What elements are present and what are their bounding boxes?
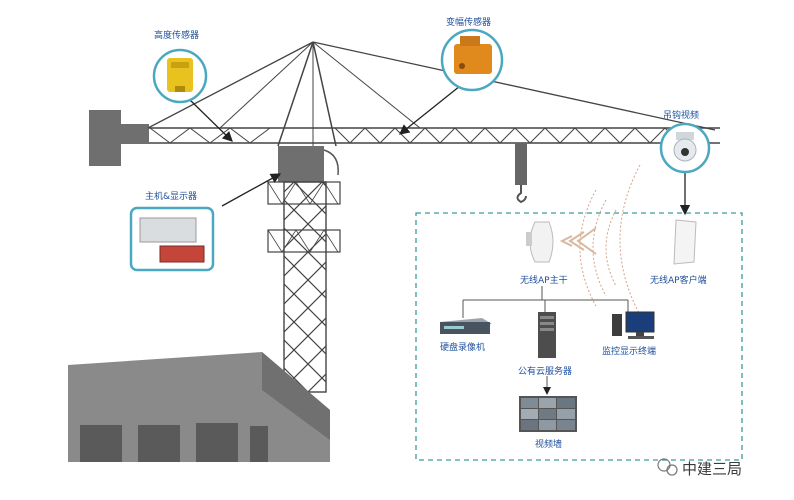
network-connectors — [462, 286, 629, 395]
display-unit-icon — [159, 245, 205, 263]
crane-apex — [147, 41, 716, 147]
video-tile — [539, 420, 556, 430]
host-unit-icon — [139, 217, 197, 243]
video-tile — [557, 420, 575, 430]
label-monitor-terminal: 监控显示终端 — [602, 347, 657, 357]
counterweight — [89, 110, 149, 166]
monitor-terminal-device — [612, 311, 655, 339]
video-tile — [521, 409, 538, 419]
label-host-display: 主机&显示器 — [145, 192, 198, 202]
amplitude-sensor-callout — [440, 28, 504, 92]
label-video-wall: 视频墙 — [535, 440, 563, 450]
label-hook-camera: 吊钩视频 — [663, 111, 700, 121]
cloud-server-device — [538, 312, 556, 358]
tower-mast — [267, 181, 341, 393]
hdd-recorder-icon — [440, 322, 490, 334]
arrow-height-sensor — [189, 99, 233, 142]
video-tile — [539, 409, 556, 419]
hook-camera-callout — [659, 122, 711, 174]
building — [68, 352, 330, 462]
host-display-callout — [129, 206, 215, 272]
ap-main-icon — [529, 221, 554, 263]
wireless-chevrons — [559, 227, 597, 255]
trolley-hook — [515, 143, 527, 204]
label-height-sensor: 高度传感器 — [154, 31, 200, 41]
wireless-signal-waves — [579, 164, 641, 316]
ap-client-icon — [673, 219, 697, 265]
label-amplitude-sensor: 变幅传感器 — [446, 18, 492, 28]
wechat-icon — [657, 458, 678, 476]
network-section-box — [415, 212, 743, 461]
hdd-recorder-device — [440, 318, 492, 334]
monitor-icon — [625, 311, 655, 333]
height-sensor-callout — [152, 48, 208, 104]
label-wireless-ap-main: 无线AP主干 — [520, 276, 568, 286]
operator-cab — [278, 146, 339, 182]
label-hdd-recorder: 硬盘录像机 — [440, 343, 486, 353]
video-tile — [557, 398, 575, 408]
video-tile — [557, 409, 575, 419]
watermark-text: 中建三局 — [682, 460, 743, 478]
label-cloud-server: 公有云服务器 — [518, 367, 573, 377]
label-wireless-ap-client: 无线AP客户端 — [650, 276, 707, 286]
video-tile — [539, 398, 556, 408]
arrow-amplitude-sensor — [398, 85, 461, 135]
amplitude-sensor-icon — [454, 44, 492, 74]
video-tile — [521, 420, 538, 430]
video-wall — [519, 396, 577, 432]
ap-client-device — [673, 219, 697, 265]
ap-main-device — [526, 221, 554, 263]
crane-jib — [148, 127, 720, 144]
arrow-host-display — [221, 173, 282, 207]
video-tile — [521, 398, 538, 408]
